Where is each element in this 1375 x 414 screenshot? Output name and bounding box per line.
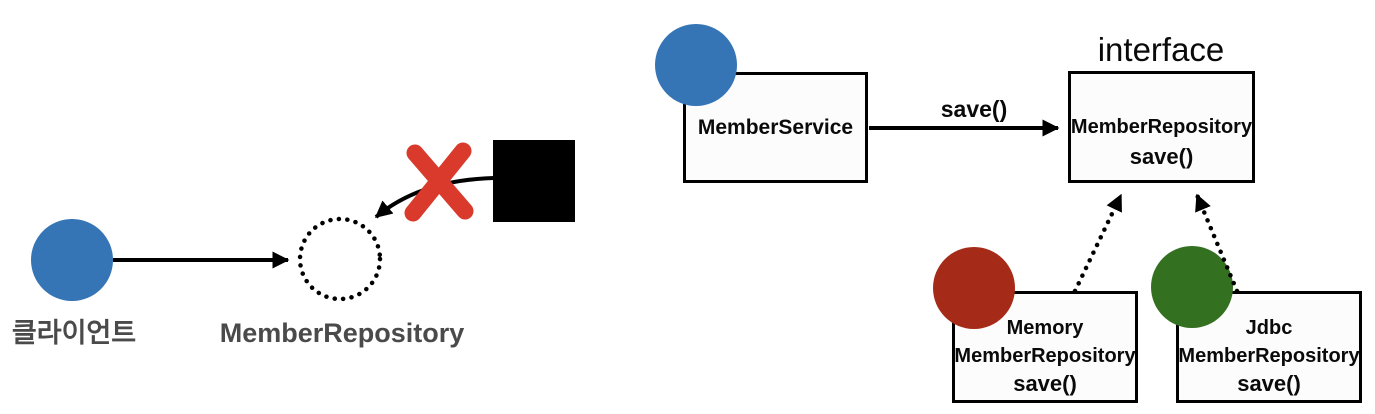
memory-box-line2: MemberRepository (954, 345, 1136, 367)
member-repository-interface-box: MemberRepository save() (1068, 71, 1255, 183)
jdbc-box-line1: Jdbc (1245, 317, 1293, 339)
member-repository-label: MemberRepository (219, 318, 465, 348)
member-repository-interface-title: MemberRepository (1070, 116, 1253, 138)
jdbc-box-method: save() (1237, 371, 1301, 396)
concrete-implementation-black-box (493, 140, 575, 222)
x-mark-icon (404, 142, 474, 222)
client-actor-circle (31, 219, 113, 301)
member-service-box: MemberService (683, 72, 868, 183)
member-repository-interface-method: save() (1129, 144, 1194, 169)
memory-box-method: save() (1013, 371, 1077, 396)
interface-stereotype-label: interface (1097, 31, 1225, 68)
member-service-box-label: MemberService (697, 115, 854, 139)
save-call-arrow-label: save() (940, 96, 1008, 122)
jdbc-box-line2: MemberRepository (1178, 345, 1360, 367)
memory-repository-actor-circle (933, 247, 1015, 329)
memory-realization-arrow (1072, 192, 1124, 294)
client-label: 클라이언트 (11, 318, 137, 348)
abstract-repository-dotted-circle (297, 216, 383, 302)
memory-box-line1: Memory (1006, 317, 1084, 339)
member-service-actor-circle (655, 24, 737, 106)
jdbc-repository-actor-circle (1151, 246, 1233, 328)
blocked-dependency-arrow (374, 176, 495, 219)
